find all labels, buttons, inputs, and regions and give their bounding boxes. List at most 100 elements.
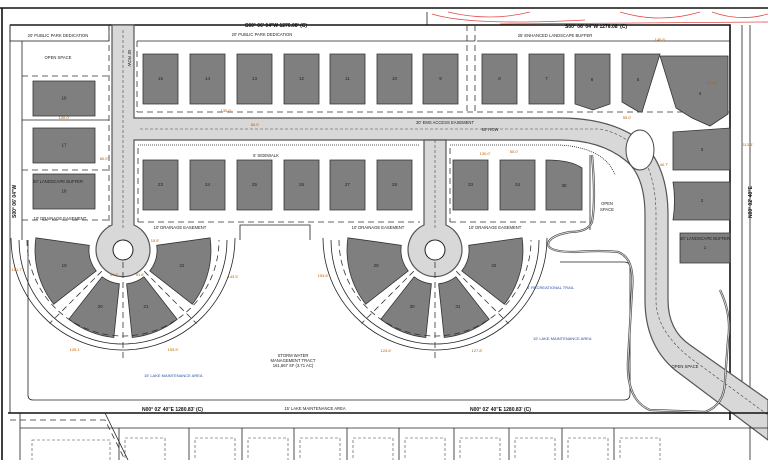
lot[interactable] — [283, 53, 320, 105]
lot[interactable] — [236, 53, 273, 105]
lot-number: 5 — [637, 77, 640, 82]
lake-maintenance-label: 15' LAKE MAINTENANCE AREA — [284, 406, 346, 411]
lot-line — [455, 270, 509, 324]
lot[interactable] — [283, 159, 320, 211]
landscape-buffer-label-left: 20' LANDSCAPE BUFFER — [33, 179, 83, 184]
lot[interactable] — [481, 53, 518, 105]
dimension-label: 54.6' — [110, 272, 119, 277]
lot-line — [361, 270, 415, 324]
open-space-label-mid: OPEN — [601, 201, 613, 206]
dimension-label: 55.0' — [623, 115, 632, 120]
lot[interactable] — [68, 276, 120, 338]
lot[interactable] — [376, 159, 413, 211]
drainage-easement-label: 10' DRAINAGE EASEMENT — [154, 225, 207, 230]
south-boundary — [8, 412, 768, 460]
lot[interactable] — [376, 53, 413, 105]
lot[interactable] — [380, 276, 432, 338]
lot-number: 12 — [299, 76, 305, 81]
lot-number: 8 — [498, 76, 501, 81]
lot[interactable] — [149, 237, 212, 305]
park-dedication-label-left: 20' PUBLIC PARK DEDICATION — [28, 33, 89, 38]
lot-number: 27 — [345, 182, 351, 187]
park-dedication-label-top: 20' PUBLIC PARK DEDICATION — [232, 32, 293, 37]
lot-number: 34 — [515, 182, 521, 187]
lot-number: 32 — [491, 263, 497, 268]
lot[interactable] — [236, 159, 273, 211]
dimension-label: 153.9' — [168, 347, 179, 352]
dimension-label: 153.6' — [318, 273, 329, 278]
middle-parcels — [137, 148, 591, 230]
lot-number: 15 — [158, 76, 164, 81]
lot-number: 25 — [252, 182, 258, 187]
lot[interactable] — [452, 159, 489, 211]
sidewalk-label: 5' SIDEWALK — [253, 153, 279, 158]
lot[interactable] — [672, 127, 731, 171]
lot-number: 9 — [439, 76, 442, 81]
lot[interactable] — [329, 159, 366, 211]
lot[interactable] — [672, 181, 731, 221]
lot-line — [49, 270, 103, 324]
lot[interactable] — [346, 237, 409, 305]
lot[interactable] — [329, 53, 366, 105]
lot-line — [143, 270, 197, 324]
lot[interactable] — [422, 53, 459, 105]
adjacent-lot — [459, 437, 501, 460]
lot-number: 6 — [591, 77, 594, 82]
bearing-label-right: N00° 02' 40"E — [748, 185, 754, 218]
dimension-label: 143.5' — [228, 274, 239, 279]
dimension-label: 127.8' — [472, 348, 483, 353]
lot[interactable] — [528, 53, 565, 105]
lot[interactable] — [461, 237, 524, 305]
storm-tract-label: MANAGEMENT TRACT — [271, 358, 316, 363]
lot[interactable] — [32, 173, 96, 210]
lot[interactable] — [499, 159, 536, 211]
storm-tract-label: 161,667 SF (3.71 AC) — [273, 363, 314, 368]
lot[interactable] — [189, 53, 226, 105]
lot-number: 10 — [392, 76, 398, 81]
adjacent-lot — [352, 437, 394, 460]
adjacent-lot — [124, 437, 166, 460]
lot-number: 29 — [374, 263, 380, 268]
lot-number: 24 — [205, 182, 211, 187]
bearing-label-top-right: S00° 06' 04"W 1276.08' (C) — [565, 24, 627, 30]
lot-number: 2 — [701, 198, 704, 203]
dimension-label: 124.6' — [381, 348, 392, 353]
lot[interactable] — [679, 232, 731, 264]
adjacent-lot — [31, 439, 111, 460]
drainage-easement-label: 10' DRAINAGE EASEMENT — [352, 225, 405, 230]
landscape-buffer-label-right: 20' LANDSCAPE BUFFER — [680, 236, 730, 241]
adjacent-lot — [299, 437, 341, 460]
lot[interactable] — [32, 127, 96, 164]
cul-de-sac-rings — [10, 237, 548, 362]
lot[interactable] — [34, 237, 97, 305]
bearing-label-top-left: S00° 06' 04"W 1276.08' (C) — [245, 23, 307, 29]
property-boundary-top — [10, 24, 731, 420]
lot[interactable] — [142, 159, 179, 211]
lot[interactable] — [659, 55, 729, 127]
ems-easement-label: 30' EMS ACCESS EASEMENT — [416, 120, 474, 125]
lake-maintenance-label: 15' LAKE MAINTENANCE AREA — [533, 336, 592, 341]
open-space-label-mid: SPACE — [600, 207, 614, 212]
bearing-label-bottom-right: N00° 02' 40"E 1280.83' (C) — [470, 407, 531, 413]
open-space-label-bottom: OPEN SPACE — [672, 364, 699, 369]
bearing-label-left: S00° 06' 04"W — [12, 185, 18, 218]
lot[interactable] — [142, 53, 179, 105]
enhanced-buffer-label: 25' ENHANCED LANDSCAPE BUFFER — [518, 33, 593, 38]
top-parcels — [136, 25, 730, 113]
dimension-label: 130.0' — [221, 108, 232, 113]
lot[interactable] — [32, 80, 96, 117]
lot[interactable] — [545, 159, 583, 211]
dimension-label: 50.0' — [510, 149, 519, 154]
lot-number: 33 — [468, 182, 474, 187]
dimension-label: 120.0' — [59, 115, 70, 120]
lot[interactable] — [621, 53, 661, 113]
lot-number: 31 — [455, 304, 461, 309]
dimension-label: 40.7' — [660, 162, 669, 167]
lot-number: 35 — [561, 183, 567, 188]
lot-number: 28 — [392, 182, 398, 187]
adjacent-lots — [31, 428, 661, 460]
recreational-trail — [546, 154, 731, 414]
lot[interactable] — [574, 53, 611, 111]
lot[interactable] — [189, 159, 226, 211]
adjacent-lot — [404, 437, 446, 460]
